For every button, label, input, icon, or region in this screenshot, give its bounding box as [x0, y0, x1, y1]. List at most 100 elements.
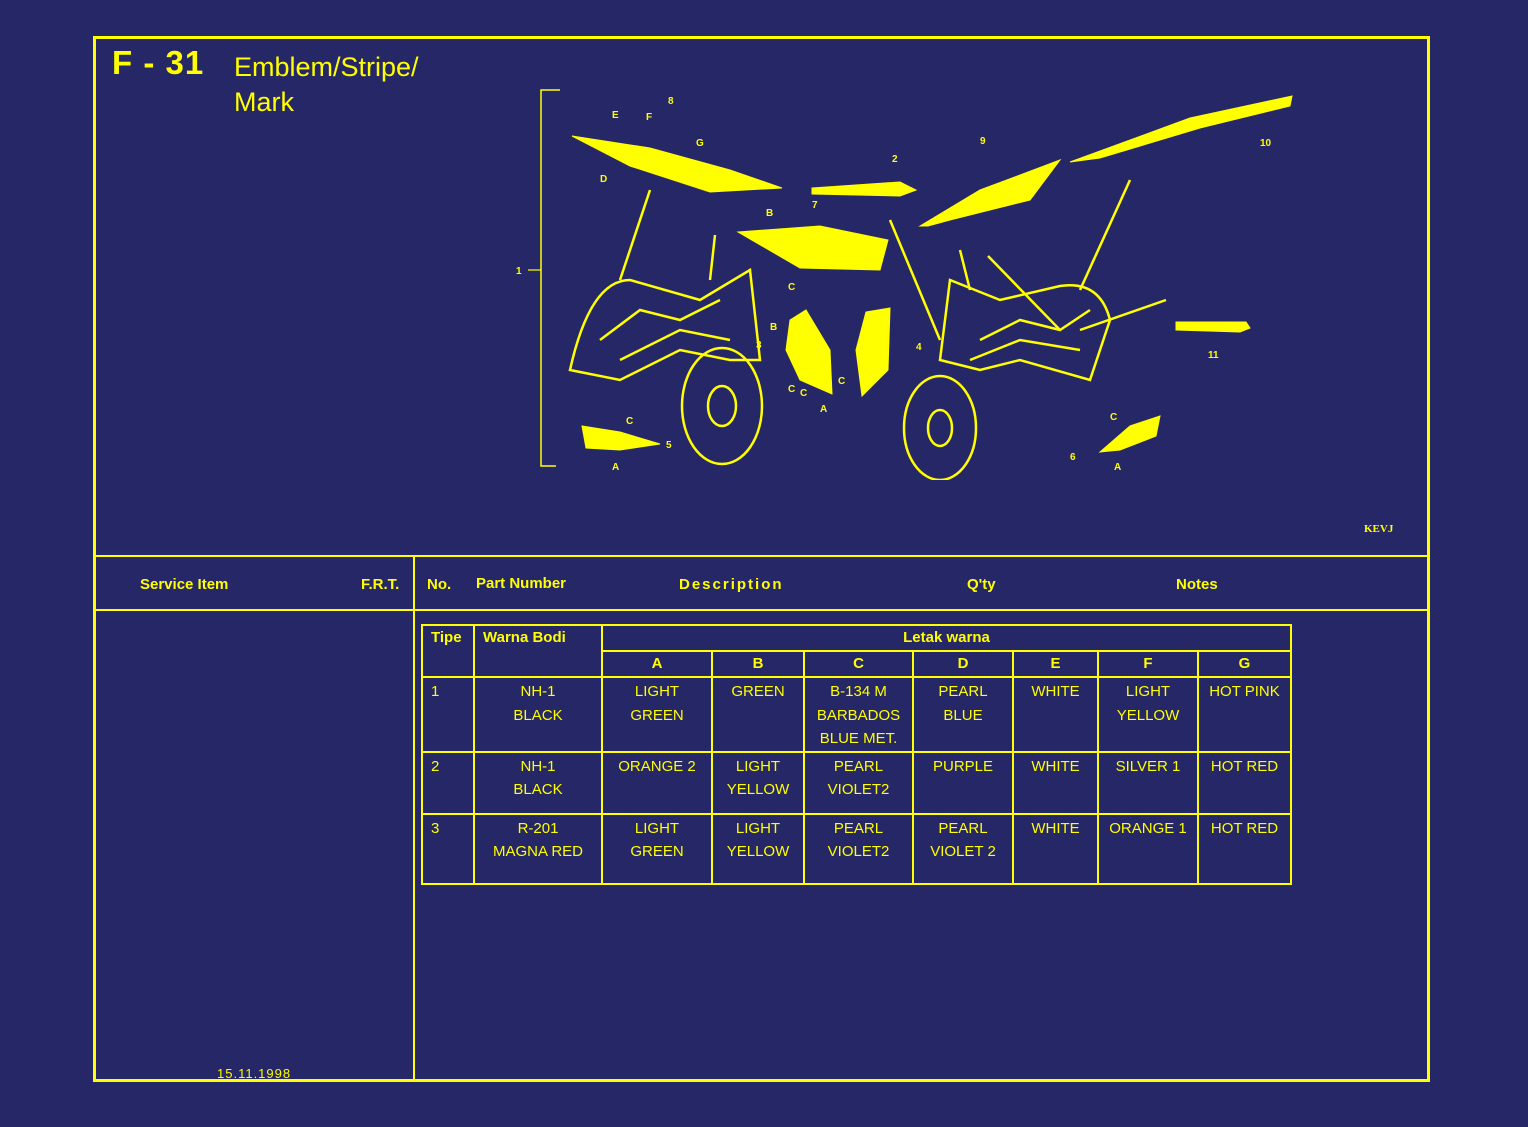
exploded-parts-diagram: E F 8 G D 2 9 10 B 7 1 C B 3 4 C C C A 1… [516, 89, 1293, 480]
callout-label: B [766, 208, 773, 219]
callout-label: 8 [668, 96, 674, 107]
callout-label: 5 [666, 440, 672, 451]
cell-g: HOT RED [1197, 750, 1292, 815]
print-date: 15.11.1998 [217, 1066, 292, 1081]
callout-label: E [612, 110, 619, 121]
stripe-center [736, 225, 889, 271]
divider-top [95, 555, 1430, 557]
side-panel-right [855, 307, 891, 398]
head-pos-f: F [1097, 650, 1199, 678]
callout-label: 4 [916, 342, 922, 353]
col-notes: Notes [1176, 576, 1218, 593]
callout-label: C [788, 384, 795, 395]
callout-label: 6 [1070, 452, 1076, 463]
cell-a: ORANGE 2 [601, 750, 713, 815]
cell-f: ORANGE 1 [1097, 812, 1199, 885]
head-pos-c: C [803, 650, 914, 678]
cell-e: WHITE [1012, 676, 1099, 753]
row-tipe: 3 [421, 812, 475, 885]
callout-label: A [820, 404, 827, 415]
stripe-right-middle [918, 158, 1062, 227]
callout-label: 9 [980, 136, 986, 147]
callout-label: C [838, 376, 845, 387]
col-service-item: Service Item [140, 576, 229, 593]
head-tipe: Tipe [421, 624, 475, 678]
group-bracket [540, 89, 560, 467]
page-frame [93, 36, 1430, 1082]
row-tipe: 2 [421, 750, 475, 815]
cell-e: WHITE [1012, 812, 1099, 885]
emblem-right-small [1175, 321, 1251, 333]
col-qty: Q'ty [967, 576, 996, 593]
page-title: Emblem/Stripe/ Mark [234, 50, 494, 120]
callout-label: C [800, 388, 807, 399]
left-bike-body [568, 267, 762, 382]
head-pos-b: B [711, 650, 805, 678]
callout-label: 3 [756, 340, 762, 351]
head-letak-warna: Letak warna [601, 624, 1292, 652]
col-part-number: Part Number [476, 575, 567, 592]
callout-label: 2 [892, 154, 898, 165]
divider-vertical [413, 555, 415, 1082]
page-code: F - 31 [112, 44, 205, 81]
callout-label: F [646, 112, 652, 123]
side-panel-left [785, 309, 833, 395]
cell-d: PURPLE [912, 750, 1014, 815]
stripe-top-right [1069, 95, 1293, 163]
callout-label: C [788, 282, 795, 293]
head-pos-d: D [912, 650, 1014, 678]
col-frt: F.R.T. [361, 576, 400, 593]
col-description: Description [679, 576, 784, 593]
cell-e: WHITE [1012, 750, 1099, 815]
color-position-table: Tipe Warna Bodi Letak warna A B C D E F … [421, 624, 1292, 885]
cell-g: HOT RED [1197, 812, 1292, 885]
callout-label: 11 [1208, 350, 1219, 361]
callout-label: A [1114, 462, 1121, 473]
callout-label: G [696, 138, 704, 149]
stripe-bottom-left [581, 425, 661, 451]
divider-header [95, 609, 1430, 611]
callout-label: 7 [812, 200, 818, 211]
callout-label: A [612, 462, 619, 473]
stripe-top-left [571, 135, 783, 193]
cell-g: HOT PINK [1197, 676, 1292, 753]
head-pos-g: G [1197, 650, 1292, 678]
cell-f: SILVER 1 [1097, 750, 1199, 815]
head-pos-a: A [601, 650, 713, 678]
row-tipe: 1 [421, 676, 475, 753]
callout-label: C [626, 416, 633, 427]
head-pos-e: E [1012, 650, 1099, 678]
callout-label: D [600, 174, 607, 185]
cell-b: GREEN [711, 676, 805, 753]
callout-label: 10 [1260, 138, 1272, 149]
title-line-1: Emblem/Stripe/ [234, 52, 419, 82]
title-line-2: Mark [234, 87, 294, 117]
left-bike-wheel [680, 346, 764, 466]
col-no: No. [427, 576, 452, 593]
emblem-center-small [811, 181, 918, 197]
right-bike-wheel [902, 374, 978, 480]
callout-label: 1 [516, 266, 522, 277]
right-bike-body [938, 278, 1112, 382]
head-warna-bodi: Warna Bodi [473, 624, 603, 678]
stripe-bottom-right [1098, 415, 1161, 453]
drawing-code: KEVJ [1364, 523, 1394, 535]
callout-label: B [770, 322, 777, 333]
callout-label: C [1110, 412, 1117, 423]
